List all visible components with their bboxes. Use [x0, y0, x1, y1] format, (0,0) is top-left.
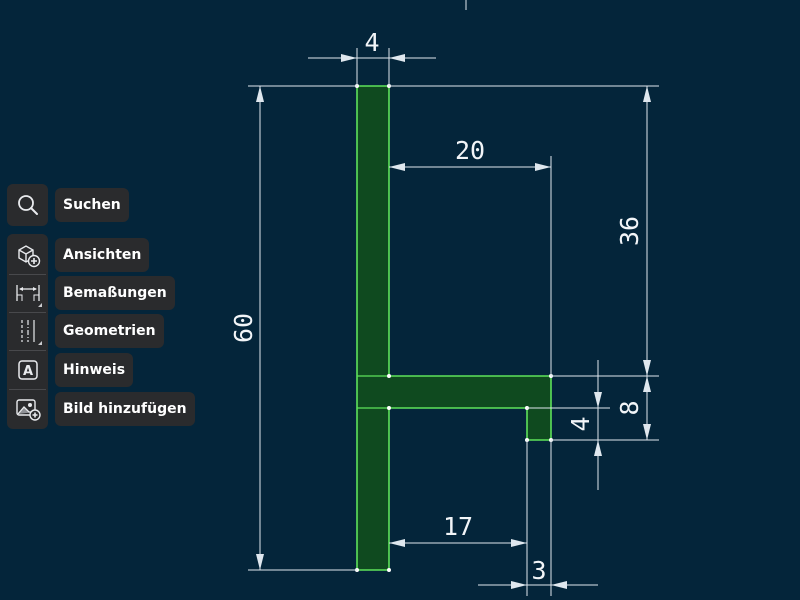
dimensions-tool-button[interactable]	[7, 275, 48, 311]
toolbar-divider	[9, 274, 46, 275]
vertex[interactable]	[387, 406, 391, 410]
dimension-label: 3	[531, 556, 546, 585]
geometry-tool-button[interactable]	[7, 313, 48, 349]
dimension-label: 36	[615, 216, 644, 246]
dimension-upper-flange-length[interactable]: 20	[389, 136, 552, 376]
dimension-lip-width[interactable]: 3	[478, 440, 598, 596]
add-image-label[interactable]: Bild hinzufügen	[55, 392, 195, 426]
search-tool-button[interactable]	[7, 187, 48, 223]
dimension-icon	[15, 285, 40, 301]
dimension-label: 4	[566, 416, 595, 431]
dimension-lip-height[interactable]: 4	[527, 360, 610, 490]
note-icon: A	[17, 360, 38, 380]
toolbar-divider	[9, 350, 46, 351]
views-tool-button[interactable]	[7, 237, 48, 273]
dimension-upper-height[interactable]: 36	[389, 85, 659, 377]
dimension-flange-height[interactable]: 8	[551, 376, 659, 441]
add-image-icon	[15, 399, 41, 421]
submenu-indicator	[38, 341, 42, 345]
add-view-icon	[17, 245, 40, 268]
dimension-label: 4	[364, 28, 379, 57]
views-label[interactable]: Ansichten	[55, 238, 150, 272]
search-tool-group	[7, 184, 48, 226]
dimension-web-thickness[interactable]: 4	[308, 28, 436, 86]
vertex[interactable]	[387, 568, 391, 572]
note-tool-button[interactable]: A	[7, 352, 48, 388]
dimension-label: 17	[443, 512, 473, 541]
geometry-icon	[20, 320, 35, 342]
search-label[interactable]: Suchen	[55, 188, 129, 222]
dimension-total-height[interactable]: 60	[229, 85, 357, 571]
dimensions-label[interactable]: Bemaßungen	[55, 276, 175, 310]
dimension-lower-flange-length[interactable]: 17	[389, 440, 528, 596]
geometry-label[interactable]: Geometrien	[55, 314, 164, 348]
profile-vertices	[355, 84, 553, 572]
note-label[interactable]: Hinweis	[55, 353, 134, 387]
dimension-label: 20	[455, 136, 485, 165]
dimension-label: 8	[615, 400, 644, 415]
toolbar-divider	[9, 312, 46, 313]
vertex[interactable]	[387, 374, 391, 378]
toolbar-divider	[9, 389, 46, 390]
dimension-label: 60	[229, 313, 258, 343]
svg-text:A: A	[22, 364, 32, 379]
search-icon	[17, 195, 38, 215]
submenu-indicator	[38, 303, 42, 307]
add-image-tool-button[interactable]	[7, 391, 48, 427]
